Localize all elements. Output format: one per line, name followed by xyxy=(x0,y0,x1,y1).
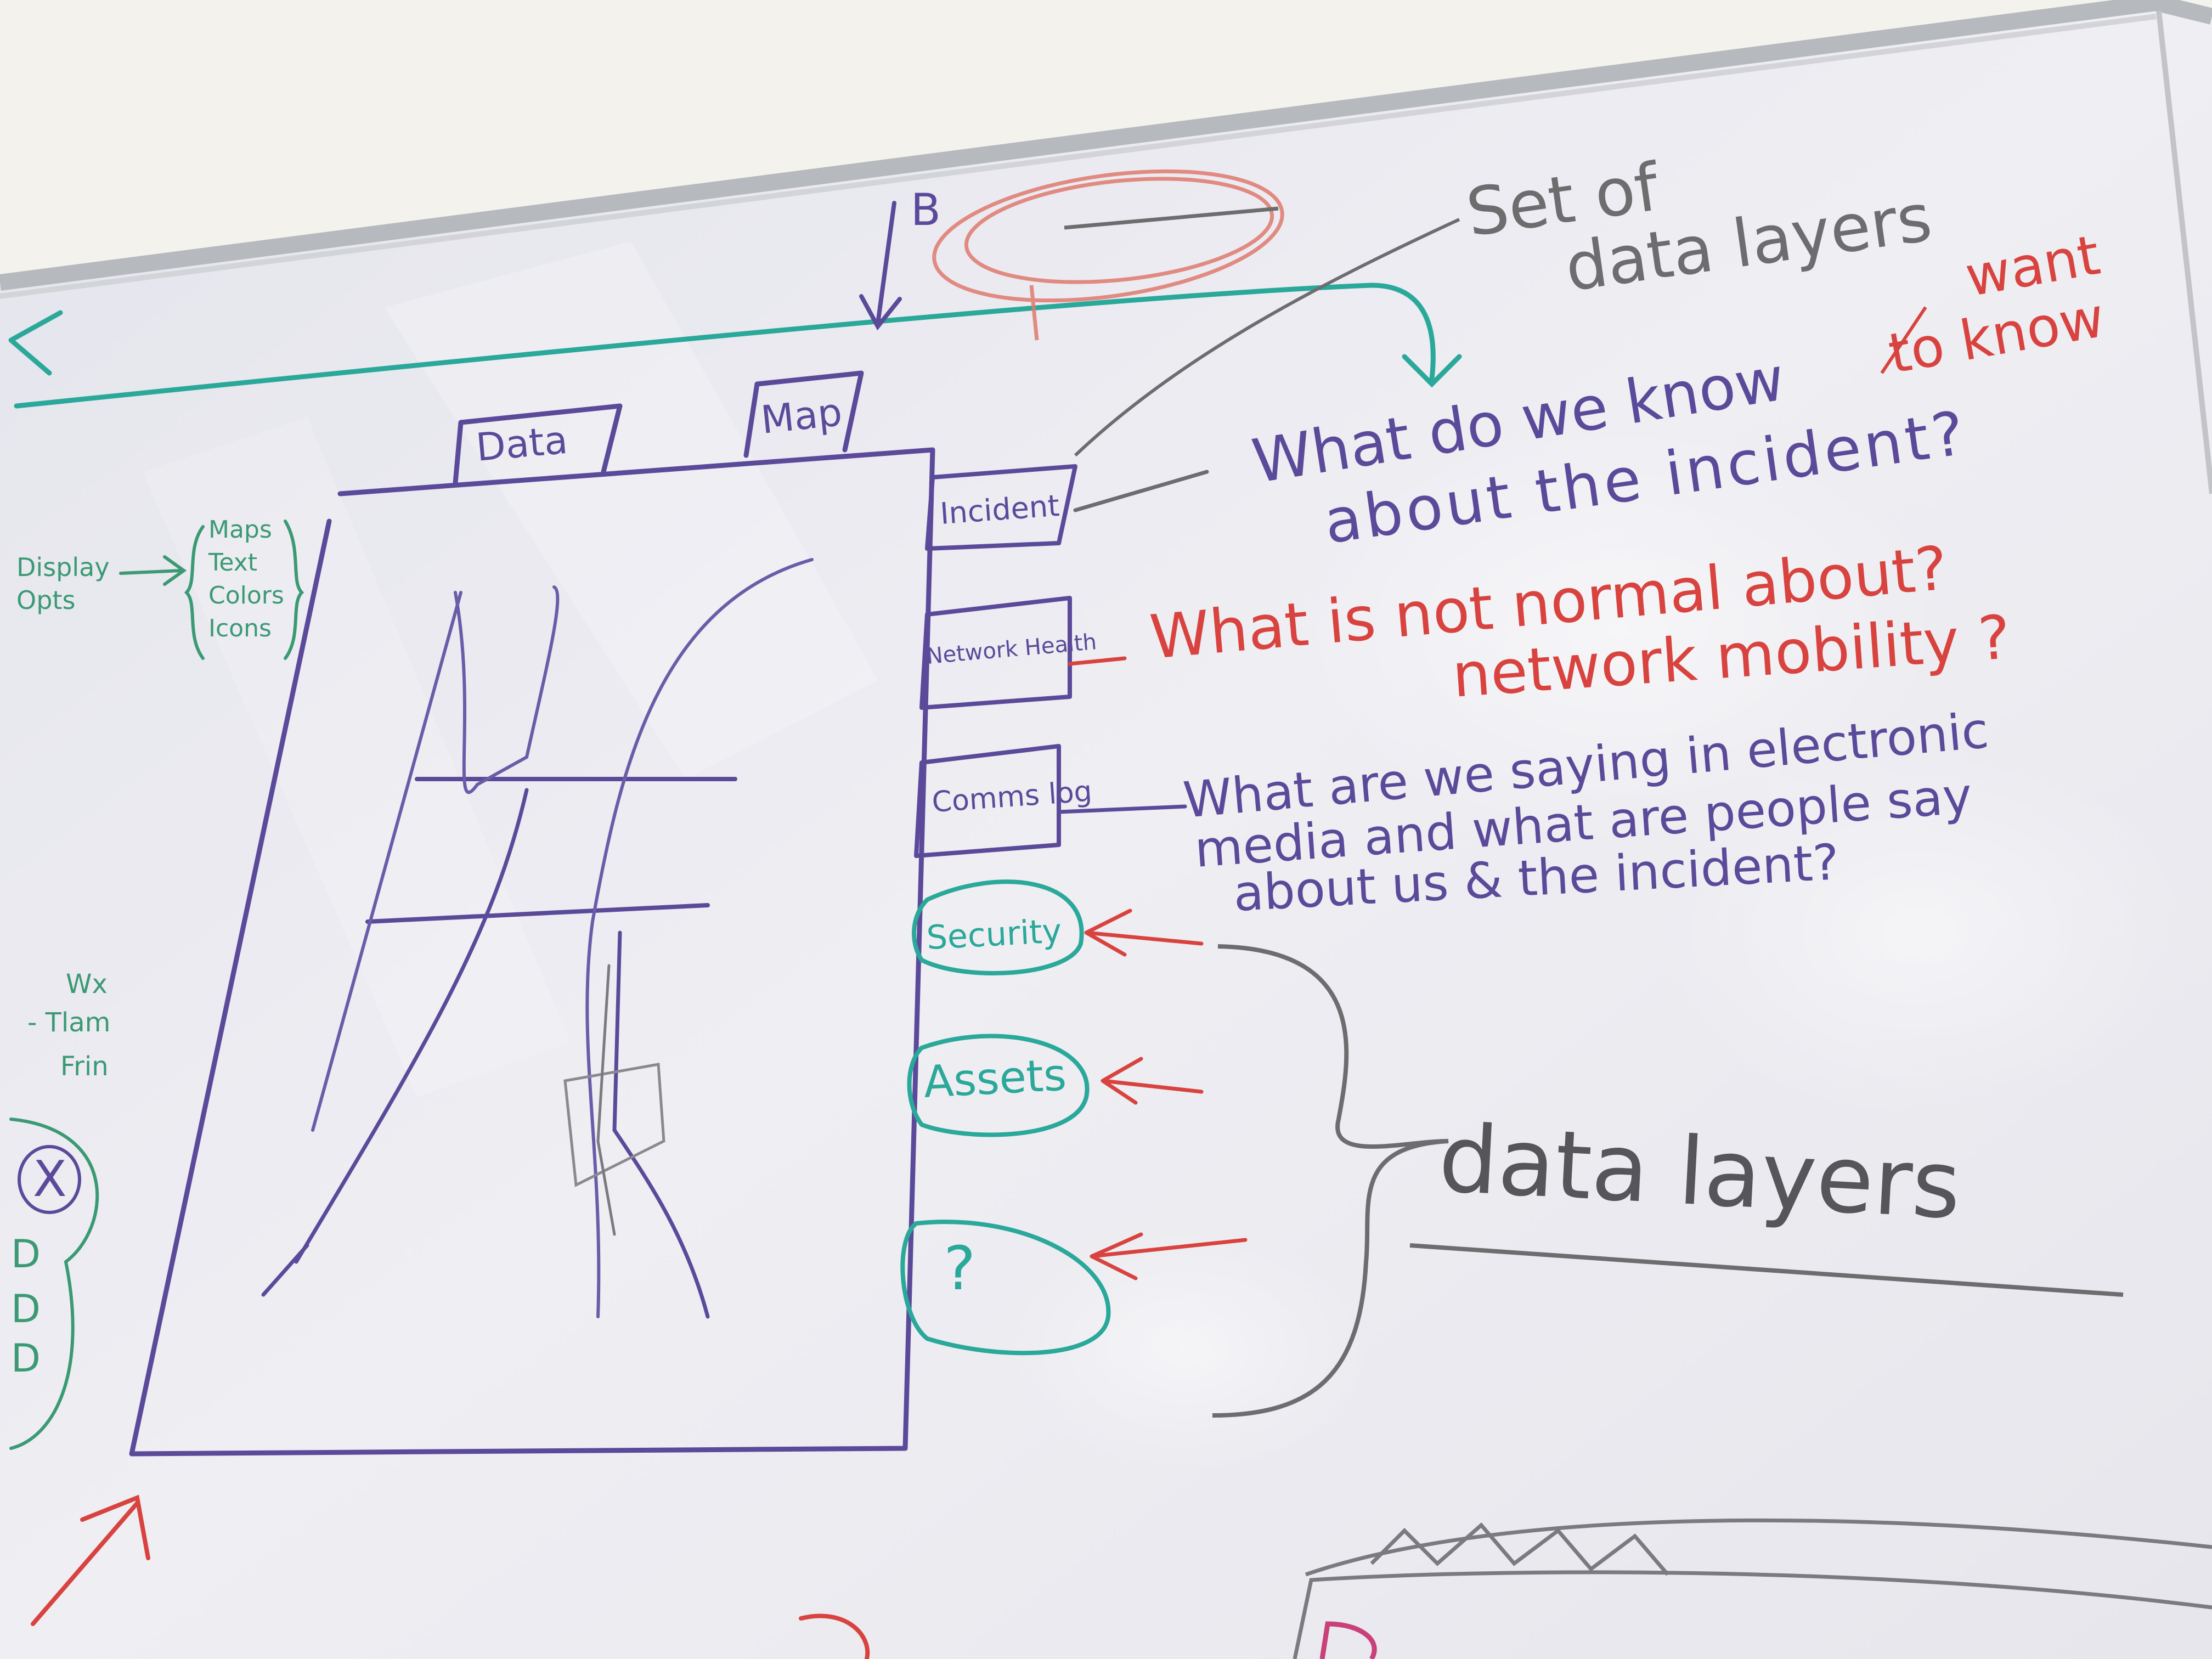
security-oval xyxy=(912,879,1084,975)
gray-leader-to-incident xyxy=(1074,218,1460,457)
b-label: B xyxy=(911,184,941,235)
data-tab-outline xyxy=(453,403,623,486)
left-note-marks xyxy=(9,520,304,1450)
d-item-3: D xyxy=(11,1336,41,1381)
bottom-red-letter-fragment xyxy=(1319,1621,1377,1659)
display-opts-line-1: Display xyxy=(16,552,110,582)
layer-unknown[interactable]: ? xyxy=(944,1233,975,1304)
whiteboard-frame xyxy=(0,0,2212,291)
network-health-box xyxy=(919,596,1072,710)
layer-security[interactable]: Security xyxy=(926,912,1063,957)
layer-tabs xyxy=(900,464,1111,1356)
display-list-2: Text xyxy=(208,549,257,577)
box-connectors xyxy=(1057,470,1248,1280)
display-list-4: Icons xyxy=(208,614,272,642)
display-list-1: Maps xyxy=(208,516,272,544)
gray-pointer-line xyxy=(1064,206,1279,230)
red-scribble-circle xyxy=(932,169,1284,341)
layer-assets[interactable]: Assets xyxy=(922,1049,1068,1107)
board-right-edge xyxy=(2156,10,2212,494)
map-tab-outline xyxy=(743,370,864,458)
want-to-know-note: want to know xyxy=(1884,223,2109,386)
want-insert-mark xyxy=(1880,306,1927,374)
weather-line-1: Wx xyxy=(66,969,108,1000)
bottom-red-marks xyxy=(31,1494,870,1659)
assets-oval xyxy=(907,1034,1090,1137)
weather-line-2: - Tlam xyxy=(27,1007,110,1038)
d-item-1: D xyxy=(11,1232,41,1277)
data-layers-underline xyxy=(1409,1243,2124,1297)
bottom-gray-sketch xyxy=(1293,1518,2212,1659)
circle-x: X xyxy=(33,1150,67,1208)
map-sketch-roads xyxy=(261,558,814,1319)
map-tab[interactable]: Map xyxy=(759,390,844,443)
weather-line-3: Frin xyxy=(60,1051,109,1082)
b-arrow xyxy=(859,201,902,331)
app-outline xyxy=(129,447,935,1457)
display-list-3: Colors xyxy=(208,582,284,610)
light-glare xyxy=(143,241,2205,1481)
comms-log-box xyxy=(914,744,1061,858)
d-item-2: D xyxy=(11,1286,41,1331)
gray-bracket xyxy=(1212,944,1449,1418)
left-notes: Display Opts Maps Text Colors Icons Wx -… xyxy=(11,516,284,1381)
layer-incident[interactable]: Incident xyxy=(939,488,1061,531)
display-opts-line-2: Opts xyxy=(16,585,75,615)
unknown-oval xyxy=(900,1220,1111,1356)
whiteboard-frame-shadow xyxy=(0,14,2157,299)
incident-box xyxy=(925,464,1077,551)
data-tab[interactable]: Data xyxy=(474,417,569,470)
app-sketch xyxy=(129,370,935,1457)
